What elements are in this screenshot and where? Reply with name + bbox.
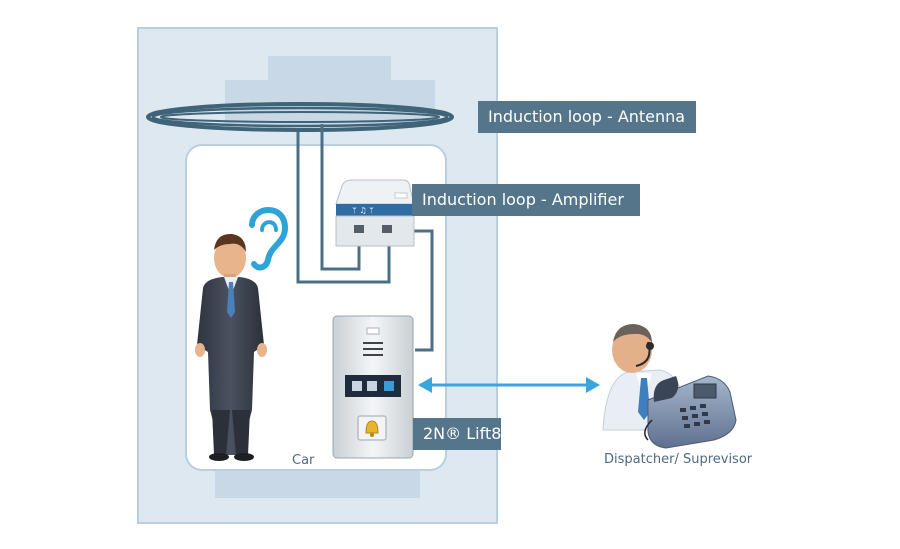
svg-text:ᛘ ♫ ᛘ: ᛘ ♫ ᛘ (352, 206, 374, 215)
cables (296, 124, 434, 352)
antenna-label: Induction loop - Antenna (478, 101, 696, 133)
induction-loop-antenna (146, 102, 454, 132)
lift8-intercom (332, 315, 414, 459)
person-icon (195, 233, 267, 461)
communication-arrow (418, 377, 600, 393)
telephone-icon (644, 375, 737, 449)
ear-icon (249, 207, 289, 271)
lift8-label: 2N® Lift8 (413, 418, 501, 450)
dispatcher-label: Dispatcher/ Suprevisor (604, 452, 753, 467)
bell-icon (365, 420, 379, 437)
amplifier-label: Induction loop - Amplifier (412, 184, 640, 216)
car-label: Car (292, 453, 315, 468)
amplifier-device: ᛘ ♫ ᛘ (335, 179, 415, 247)
